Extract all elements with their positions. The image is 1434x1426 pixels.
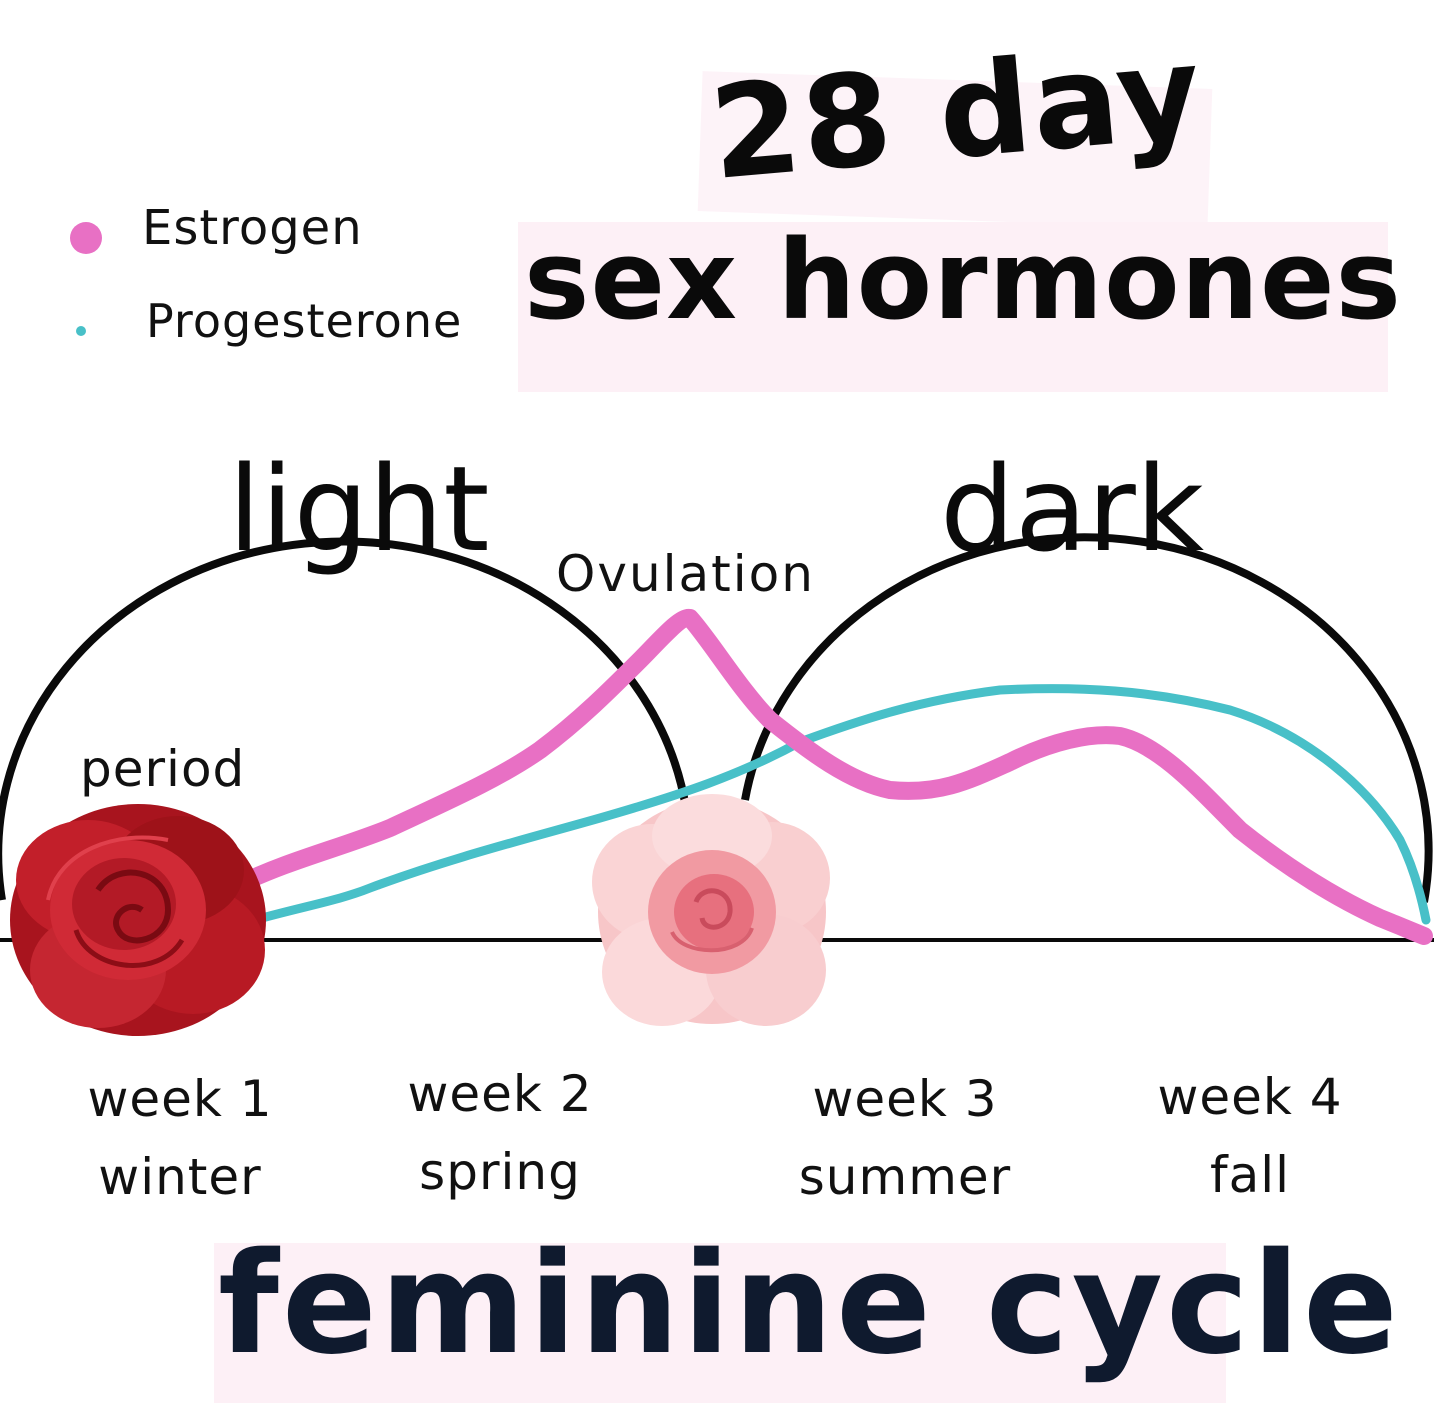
progesterone-dot-icon [76,326,86,336]
estrogen-dot-icon [70,222,102,254]
progesterone-curve [257,684,1431,925]
red-rose-icon [10,804,266,1036]
legend-item-progesterone: Progesterone [70,290,490,380]
footer-text: feminine cycle [218,1223,1401,1386]
legend-item-estrogen: Estrogen [70,200,490,290]
light-phase-label: light [228,440,490,578]
week-title: week 4 [1157,1068,1343,1126]
week-4-label: week 4 fall [1130,1058,1370,1214]
legend: Estrogen Progesterone [70,200,490,380]
season-title: fall [1209,1146,1291,1204]
dark-phase-arc [741,533,1433,903]
week-title: week 1 [87,1070,273,1128]
season-title: winter [98,1148,262,1206]
legend-label-progesterone: Progesterone [146,294,463,348]
week-1-label: week 1 winter [60,1060,300,1216]
ovulation-label: Ovulation [556,545,815,603]
week-3-label: week 3 summer [780,1060,1030,1216]
footer-banner: feminine cycle [214,1223,1398,1403]
legend-label-estrogen: Estrogen [142,200,363,256]
season-title: spring [419,1143,581,1201]
pink-rose-icon [592,794,830,1026]
title-line-1: 28 day [697,18,1213,230]
season-title: summer [798,1148,1012,1206]
title-line-2: sex hormones [518,216,1401,392]
title-text-2: sex hormones [524,216,1403,344]
period-label: period [80,740,246,798]
week-title: week 2 [407,1065,593,1123]
week-2-label: week 2 spring [380,1055,620,1211]
week-title: week 3 [812,1070,998,1128]
estrogen-curve [231,609,1433,945]
dark-phase-label: dark [940,440,1205,578]
